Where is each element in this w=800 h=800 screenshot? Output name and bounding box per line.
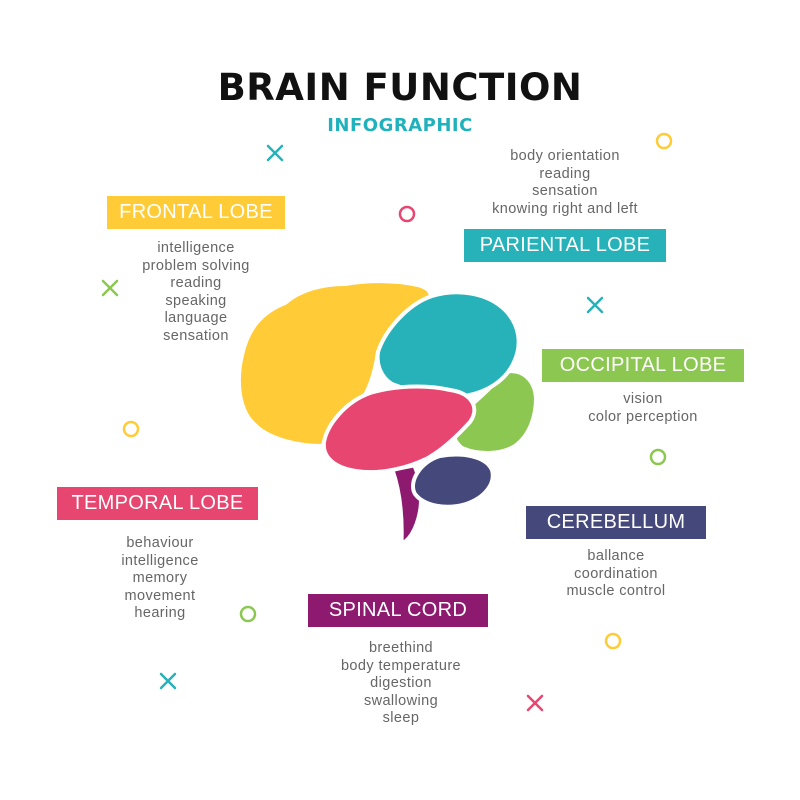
circle-icon xyxy=(122,420,140,438)
cross-icon xyxy=(266,144,284,162)
function-item: language xyxy=(164,310,228,326)
function-item: memory xyxy=(132,570,188,586)
brain-frontal-lobe xyxy=(236,279,433,449)
circle-icon xyxy=(604,632,622,650)
function-item: body temperature xyxy=(340,657,462,674)
parietal-lobe-label-text: PARIENTAL LOBE xyxy=(479,234,651,256)
temporal-lobe-label-text: TEMPORAL LOBE xyxy=(71,492,244,514)
function-item: knowing right and left xyxy=(492,200,638,217)
function-item: muscle control xyxy=(566,583,666,599)
function-item: hearing xyxy=(134,605,186,621)
function-item: intelligence xyxy=(121,552,199,569)
cross-icon xyxy=(159,672,177,690)
function-item: intelligence xyxy=(157,240,235,256)
cerebellum-label-text: CEREBELLUM xyxy=(546,511,686,533)
cross-icon xyxy=(101,279,119,297)
page-title: BRAIN FUNCTION xyxy=(217,66,583,109)
cerebellum-functions: ballance coordination muscle control xyxy=(516,548,716,601)
function-item: swallowing xyxy=(363,692,439,709)
frontal-lobe-functions: intelligence problem solving reading spe… xyxy=(96,240,296,345)
spinal-cord-label: SPINAL CORD xyxy=(308,594,488,627)
function-item: movement xyxy=(124,587,196,604)
frontal-lobe-label: FRONTAL LOBE xyxy=(107,196,285,229)
temporal-lobe-label: TEMPORAL LOBE xyxy=(57,487,258,520)
parietal-lobe-functions: body orientation reading sensation knowi… xyxy=(465,148,665,218)
function-item: digestion xyxy=(370,675,432,691)
occipital-lobe-label-text: OCCIPITAL LOBE xyxy=(559,354,727,376)
circle-icon xyxy=(398,205,416,223)
function-item: behaviour xyxy=(126,535,194,551)
parietal-lobe-label: PARIENTAL LOBE xyxy=(464,229,666,262)
brain-temporal-lobe xyxy=(321,384,477,475)
page-subtitle: INFOGRAPHIC xyxy=(327,115,473,136)
function-item: coordination xyxy=(574,565,658,582)
function-item: sensation xyxy=(532,183,598,199)
circle-icon xyxy=(649,448,667,466)
function-item: color perception xyxy=(588,408,698,425)
cerebellum-label: CEREBELLUM xyxy=(526,506,706,539)
occipital-lobe-functions: vision color perception xyxy=(543,391,743,426)
cross-icon xyxy=(586,296,604,314)
function-item: vision xyxy=(623,391,663,407)
frontal-lobe-label-text: FRONTAL LOBE xyxy=(119,201,273,223)
brain-cerebellum xyxy=(411,452,495,509)
function-item: sensation xyxy=(163,327,229,344)
cross-icon xyxy=(526,694,544,712)
function-item: sleep xyxy=(382,710,420,726)
function-item: breethind xyxy=(368,640,434,656)
circle-icon xyxy=(239,605,257,623)
spinal-cord-label-text: SPINAL CORD xyxy=(328,599,468,621)
circle-icon xyxy=(655,132,673,150)
function-item: speaking xyxy=(165,292,227,309)
spinal-cord-functions: breethind body temperature digestion swa… xyxy=(301,640,501,728)
function-item: reading xyxy=(539,165,591,182)
occipital-lobe-label: OCCIPITAL LOBE xyxy=(542,349,744,382)
function-item: problem solving xyxy=(142,257,250,274)
function-item: body orientation xyxy=(510,148,620,164)
function-item: ballance xyxy=(587,548,645,564)
function-item: reading xyxy=(170,275,222,291)
temporal-lobe-functions: behaviour intelligence memory movement h… xyxy=(60,535,260,623)
